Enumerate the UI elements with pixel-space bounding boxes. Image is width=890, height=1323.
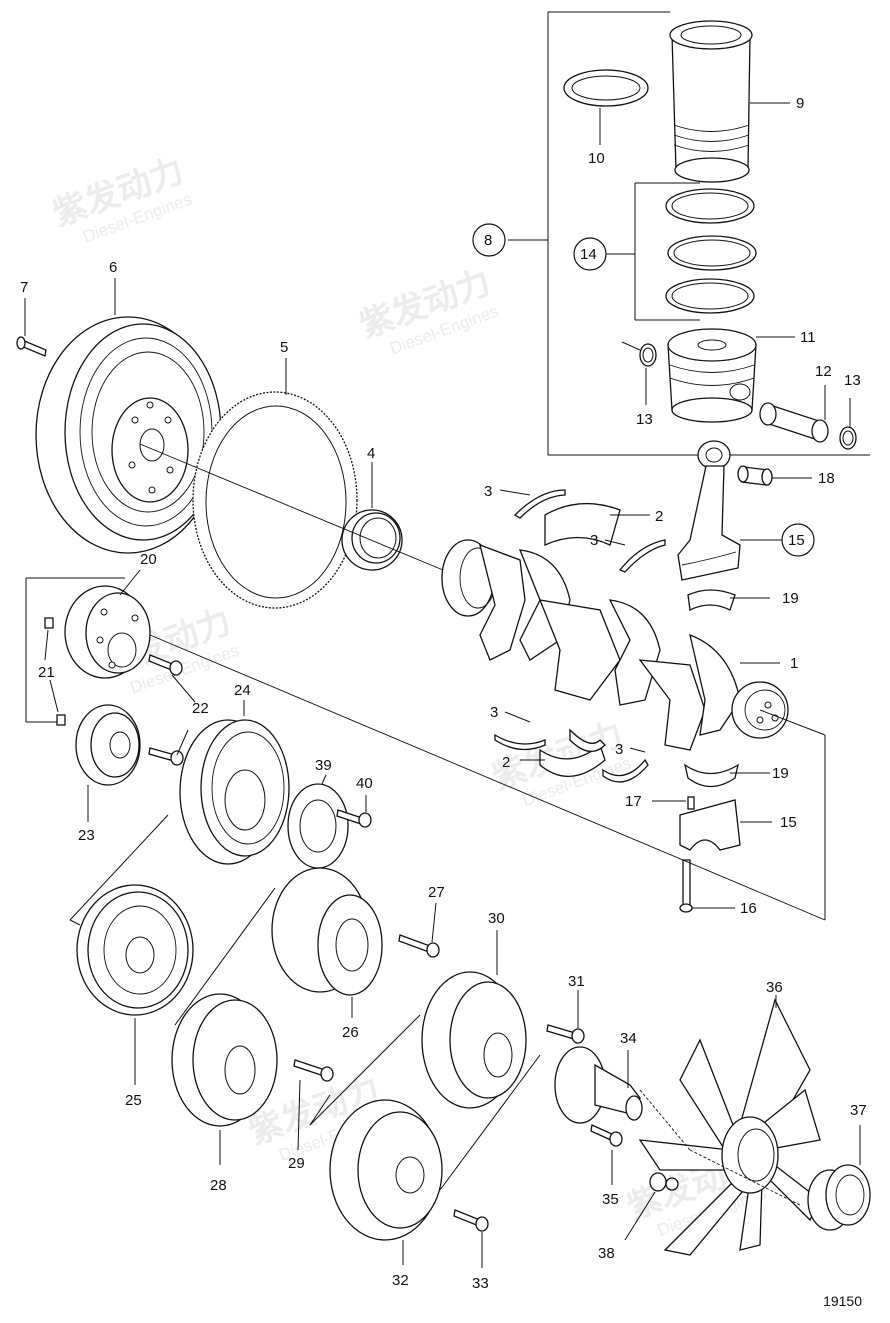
pulley-bolt[interactable] (293, 1059, 334, 1082)
thrust-washer[interactable] (513, 489, 566, 519)
part-label: 34 (620, 1030, 637, 1047)
part-label: 19 (782, 590, 799, 607)
part-label: 2 (655, 508, 663, 525)
crankshaft-pulley[interactable] (329, 1099, 443, 1241)
part-label: 3 (590, 532, 598, 549)
part-label: 19 (772, 765, 789, 782)
part-label: 9 (796, 95, 804, 112)
part-label: 24 (234, 682, 251, 699)
part-label: 15 (780, 814, 797, 831)
part-label: 13 (636, 411, 653, 428)
pulley-bolt[interactable] (398, 934, 440, 958)
crankshaft-pulley[interactable] (271, 867, 383, 996)
damper-bolt[interactable] (336, 809, 372, 828)
part-label: 27 (428, 884, 445, 901)
hub-dowel[interactable] (56, 714, 66, 726)
fan-bolt[interactable] (590, 1124, 623, 1147)
part-label: 35 (602, 1191, 619, 1208)
part-label: 40 (356, 775, 373, 792)
crankshaft-front-hub-alt[interactable] (75, 704, 141, 786)
part-label: 21 (38, 664, 55, 681)
main-bearing-cap[interactable] (679, 799, 741, 851)
part-label: 23 (78, 827, 95, 844)
part-label: 36 (766, 979, 783, 996)
part-label: 3 (615, 741, 623, 758)
thrust-washer[interactable] (602, 758, 649, 783)
crankshaft-front-hub[interactable] (64, 585, 151, 679)
part-label: 6 (109, 259, 117, 276)
part-label: 20 (140, 551, 157, 568)
part-label: 16 (740, 900, 757, 917)
part-label: 39 (315, 757, 332, 774)
pulley-bolt[interactable] (546, 1024, 585, 1044)
crankshaft[interactable] (441, 539, 789, 751)
part-labels: 1 2 2 3 3 3 3 4 5 6 7 8 9 10 11 12 13 13… (20, 95, 867, 1292)
part-label: 18 (818, 470, 835, 487)
part-label: 32 (392, 1272, 409, 1289)
main-bearing-shell-upper[interactable] (544, 502, 621, 547)
small-end-bushing[interactable] (737, 465, 773, 486)
hub-bolt[interactable] (148, 747, 184, 766)
thrust-washer[interactable] (494, 733, 546, 751)
part-label: 15 (788, 532, 805, 549)
part-label: 22 (192, 700, 209, 717)
piston-pin[interactable] (759, 402, 829, 443)
callout-circle-14 (573, 237, 607, 271)
connecting-rod[interactable] (677, 440, 741, 581)
main-bearing-cap-bolt[interactable] (679, 859, 693, 913)
part-label: 4 (367, 445, 375, 462)
part-label: 17 (625, 793, 642, 810)
part-label: 38 (598, 1245, 615, 1262)
callout-circle-15 (781, 523, 815, 557)
crankshaft-pulley[interactable] (421, 971, 527, 1109)
part-label: 26 (342, 1024, 359, 1041)
part-label: 3 (484, 483, 492, 500)
part-label: 13 (844, 372, 861, 389)
part-label: 3 (490, 704, 498, 721)
part-label: 11 (800, 329, 816, 346)
pulley-bolt[interactable] (453, 1209, 489, 1232)
piston[interactable] (667, 328, 757, 423)
hub-bolt[interactable] (148, 654, 183, 676)
thrust-washer[interactable] (618, 539, 666, 573)
drawing-number: 19150 (823, 1293, 862, 1309)
part-label: 30 (488, 910, 505, 927)
cooling-fan[interactable] (638, 998, 821, 1256)
flywheel[interactable] (35, 316, 222, 554)
part-label: 28 (210, 1177, 227, 1194)
cylinder-liner[interactable] (669, 20, 753, 183)
big-end-bearing-shell[interactable] (683, 763, 739, 788)
part-label: 7 (20, 279, 28, 296)
part-label: 8 (484, 232, 492, 249)
dowel-pin[interactable] (687, 796, 695, 810)
part-label: 25 (125, 1092, 142, 1109)
part-label: 5 (280, 339, 288, 356)
part-label: 31 (568, 973, 585, 990)
crankshaft-pulley[interactable] (76, 884, 194, 1016)
fan-hub-spindle[interactable] (554, 1046, 643, 1124)
part-label: 33 (472, 1275, 489, 1292)
flywheel-bolt[interactable] (16, 336, 47, 357)
part-label: 29 (288, 1155, 305, 1172)
crankshaft-pulley[interactable] (171, 993, 278, 1127)
part-label: 14 (580, 246, 597, 263)
part-label: 2 (502, 754, 510, 771)
fan-nut-washer[interactable] (649, 1172, 679, 1192)
main-bearing-shell-lower[interactable] (539, 728, 606, 778)
hub-dowel[interactable] (44, 617, 54, 629)
liner-seal-ring[interactable] (563, 69, 649, 107)
piston-pin-circlip[interactable] (639, 343, 657, 367)
piston-pin-circlip[interactable] (839, 426, 857, 450)
part-label: 12 (815, 363, 832, 380)
fan-viscous-coupling[interactable] (807, 1164, 871, 1231)
piston-rings[interactable] (665, 188, 757, 314)
part-label: 10 (588, 150, 605, 167)
big-end-bearing-shell[interactable] (687, 589, 736, 611)
part-label: 37 (850, 1102, 867, 1119)
damper-plate[interactable] (287, 783, 349, 869)
part-label: 1 (790, 655, 798, 672)
vibration-damper[interactable] (179, 719, 290, 865)
callout-circle-8 (472, 223, 506, 257)
